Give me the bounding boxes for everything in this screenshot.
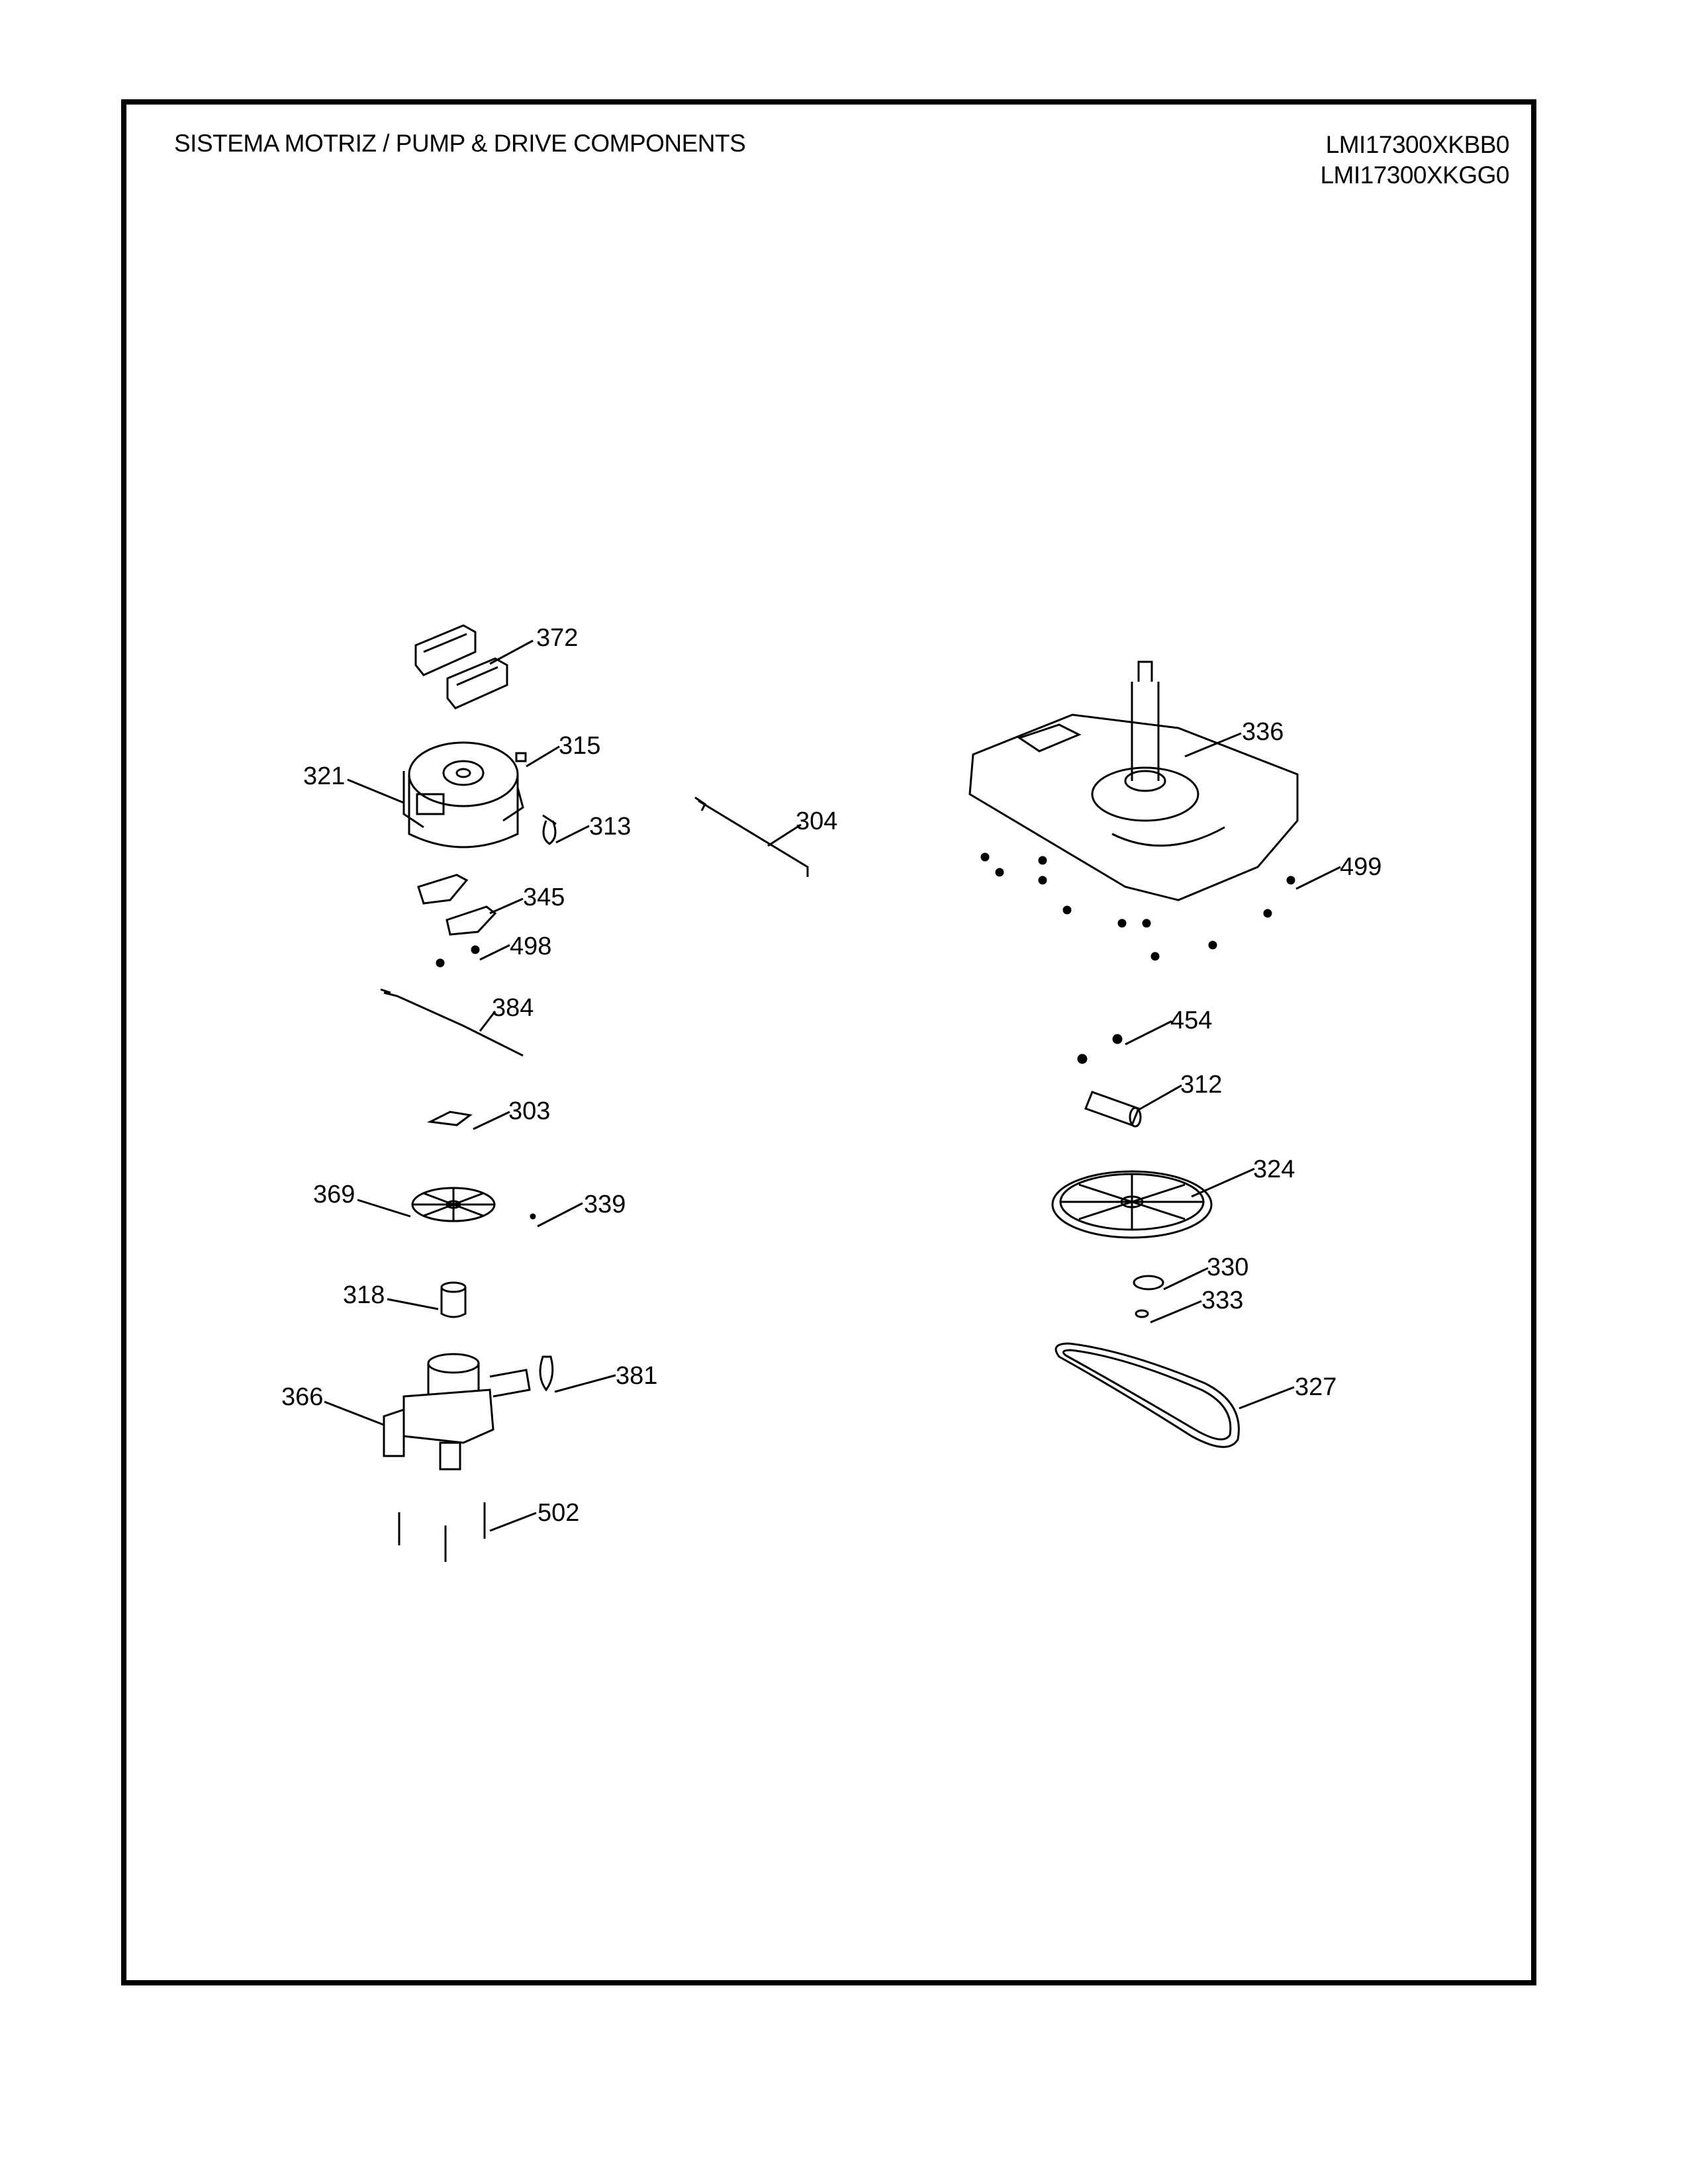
part-339 [530,1213,536,1220]
part-381-clamp [539,1355,554,1392]
part-336-transmission-base [968,660,1299,901]
leader-line-502 [489,1512,537,1532]
part-330-washer [1133,1275,1164,1291]
leader-line-321 [347,778,404,804]
leader-line-366 [324,1400,385,1426]
callout-label-315: 315 [559,732,600,760]
callout-label-313: 313 [589,813,631,841]
callout-label-318: 318 [343,1281,385,1309]
part-318-filter [440,1281,467,1318]
callout-label-336: 336 [1242,718,1284,746]
leader-line-454 [1125,1020,1172,1046]
leader-line-333 [1150,1300,1202,1324]
part-313-clip [542,814,557,845]
part-498-screws [436,945,480,968]
part-369-fan [411,1187,496,1222]
leader-line-499 [1295,866,1341,890]
leader-line-318 [387,1298,439,1310]
leader-line-345 [489,897,524,915]
part-384-harness [380,988,524,1057]
part-327-belt [1055,1342,1240,1448]
leader-line-381 [554,1374,616,1393]
leader-line-315 [526,745,560,768]
leader-line-304 [767,823,802,847]
leader-line-324 [1191,1167,1255,1198]
leader-line-498 [479,944,510,961]
leader-line-327 [1239,1386,1295,1410]
part-502-screws [398,1502,486,1562]
leader-line-369 [357,1199,411,1218]
callout-label-333: 333 [1201,1287,1243,1314]
callout-label-498: 498 [510,933,551,960]
leader-line-330 [1163,1267,1209,1291]
part-345-pads [417,874,497,936]
callout-label-321: 321 [303,762,345,790]
part-303 [426,1111,473,1126]
part-315 [515,752,527,762]
callout-label-304: 304 [796,807,837,835]
callout-label-502: 502 [538,1499,579,1527]
callout-label-381: 381 [616,1362,657,1390]
callout-label-372: 372 [536,624,578,652]
part-304-rod [694,796,809,877]
callout-label-499: 499 [1340,853,1382,881]
diagram-title: SISTEMA MOTRIZ / PUMP & DRIVE COMPONENTS [174,130,746,157]
part-333-ring [1135,1309,1149,1318]
callout-label-369: 369 [313,1181,355,1208]
part-321-motor [402,741,524,848]
callout-label-312: 312 [1180,1071,1222,1099]
part-454-screws [1077,1034,1123,1064]
part-372-brackets [414,624,508,709]
leader-line-313 [555,825,590,844]
callout-label-330: 330 [1207,1253,1248,1281]
callout-label-384: 384 [492,994,534,1022]
callout-label-366: 366 [281,1383,323,1411]
callout-label-345: 345 [523,884,565,911]
callout-label-454: 454 [1170,1007,1212,1034]
part-312-capacitor [1084,1091,1142,1128]
leader-line-312 [1137,1084,1182,1112]
part-499-screws [980,852,1295,961]
leader-line-339 [537,1202,583,1228]
model-number-1: LMI17300XKBB0 [1325,131,1510,158]
callout-label-327: 327 [1295,1373,1336,1401]
callout-label-339: 339 [584,1191,626,1218]
callout-label-303: 303 [508,1097,550,1125]
leader-line-384 [479,1011,496,1032]
model-number-2: LMI17300XKGG0 [1320,161,1509,189]
part-366-pump [383,1353,531,1471]
diagram-border [121,99,1536,1985]
callout-label-324: 324 [1253,1156,1295,1183]
leader-line-303 [473,1111,510,1130]
leader-line-336 [1184,732,1242,758]
part-324-pulley [1051,1170,1213,1239]
leader-line-372 [489,639,534,665]
